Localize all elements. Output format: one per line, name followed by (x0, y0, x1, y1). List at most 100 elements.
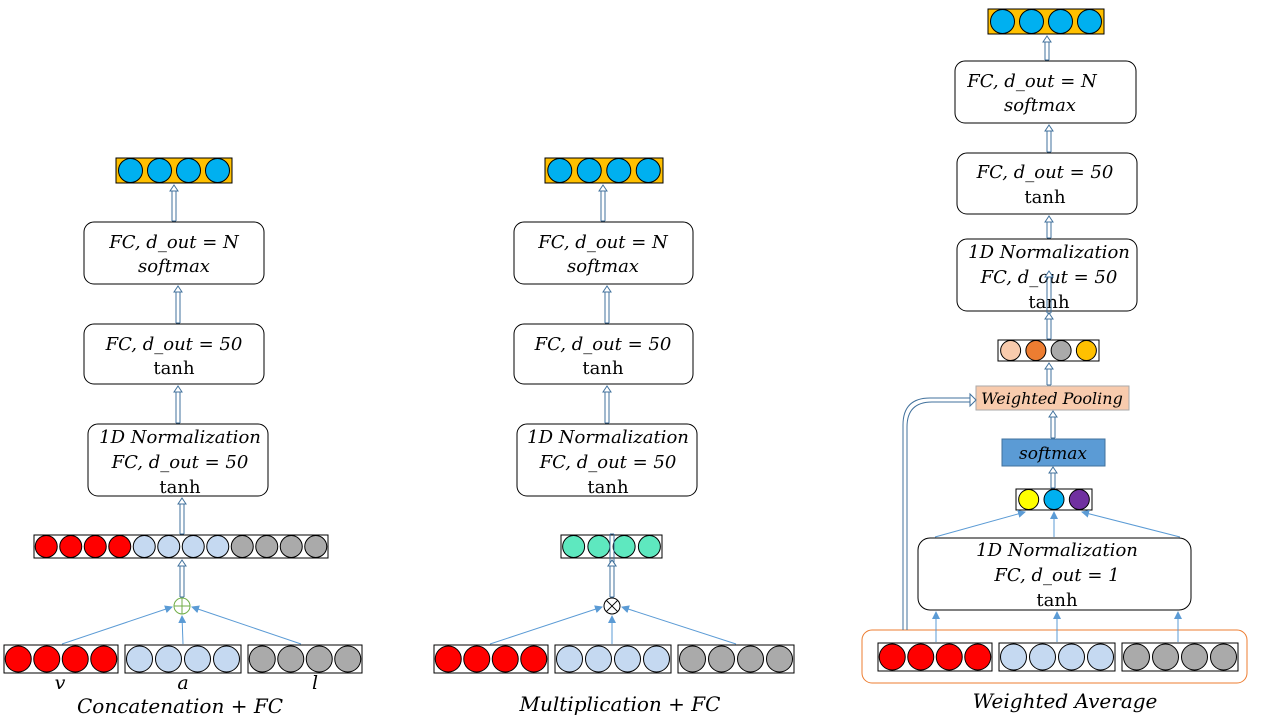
concat-fc-out-line2: softmax (138, 256, 210, 277)
mult-input-audio-cell (585, 645, 612, 673)
wavg-panel: FC, d_out = N softmax FC, d_out = 50 tan… (861, 8, 1248, 713)
concat-fused-frame (33, 534, 329, 559)
mult-input-visual-cell (434, 645, 462, 673)
mult-fc50-box: FC, d_out = 50 tanh (513, 323, 694, 385)
mult-norm-line1: 1D Normalization (527, 427, 689, 448)
mult-input-visual-cell (491, 645, 519, 673)
wavg-input-audio-cell (1029, 643, 1056, 671)
mult-input-language-cell (679, 645, 706, 673)
concat-norm-line3: tanh (159, 477, 201, 498)
concat-fc50-line1: FC, d_out = 50 (105, 334, 243, 355)
wavg-fc50-line2: tanh (1024, 187, 1066, 208)
concat-input-visual-cell (61, 645, 89, 673)
wavg-input-audio-cell (1000, 643, 1027, 671)
concat-fused-cell (181, 535, 205, 558)
mult-norm-box: 1D Normalization FC, d_out = 50 tanh (516, 423, 698, 498)
concat-fused-cell (279, 535, 303, 558)
flow-arrow (1044, 362, 1054, 386)
concat-fused-cell (34, 535, 58, 558)
wavg-output-cell (1077, 9, 1102, 34)
wavg-caption: Weighted Average (973, 689, 1158, 713)
flow-arrow (1048, 466, 1058, 489)
concat-input-audio-cell (155, 645, 182, 673)
concat-input-visual-cell (4, 645, 32, 673)
attention-weights-vector (1015, 488, 1093, 511)
concat-fc-out-box: FC, d_out = N softmax (83, 221, 265, 285)
wavg-inputs (877, 642, 1239, 672)
wavg-output-cell (1048, 9, 1073, 34)
input-arrow (489, 605, 603, 645)
concat-fused-cell (255, 535, 279, 558)
flow-arrow (177, 559, 187, 598)
mult-fused-cell (562, 535, 586, 558)
wavg-input-visual-cell (878, 643, 906, 671)
mult-caption: Multiplication + FC (519, 692, 721, 716)
mult-input-audio-cell (614, 645, 641, 673)
mult-fused-vector (560, 534, 663, 559)
pooled-cell (1000, 340, 1022, 361)
mult-norm-line2: FC, d_out = 50 (539, 452, 677, 473)
concat-output-cell (118, 158, 143, 183)
concat-output-vector (115, 157, 233, 184)
mult-input-audio-cell (643, 645, 670, 673)
concat-output-cell (147, 158, 172, 183)
concat-norm-box: 1D Normalization FC, d_out = 50 tanh (87, 423, 269, 498)
concat-input-audio-cell (213, 645, 240, 673)
mult-output-cell (635, 158, 661, 183)
mult-input-visual-cell (463, 645, 491, 673)
weighted-pooling-label: Weighted Pooling (981, 389, 1123, 408)
wavg-fc50-box: FC, d_out = 50 tanh (956, 152, 1138, 215)
mult-fc-out-line2: softmax (567, 256, 639, 277)
mult-input-language-cell (708, 645, 735, 673)
wavg-input-visual-cell (907, 643, 935, 671)
concat-fused-cell (206, 535, 230, 558)
concat-norm-line2: FC, d_out = 50 (111, 452, 249, 473)
concat-norm-line1: 1D Normalization (99, 427, 261, 448)
times-operator-icon (603, 597, 621, 615)
concat-fused-cell (83, 535, 107, 558)
softmax-label: softmax (1019, 444, 1087, 464)
input-arrow (178, 615, 187, 645)
mult-fused-cell (637, 535, 661, 558)
flow-arrow (602, 285, 612, 324)
mult-norm-line3: tanh (587, 477, 629, 498)
wavg-input-language-cell (1152, 643, 1179, 671)
pooled-cell (1050, 340, 1072, 361)
wavg-output-cell (990, 9, 1015, 34)
flow-arrow (173, 385, 183, 424)
input-label-a: a (177, 672, 188, 694)
weights-cell (1043, 489, 1065, 510)
input-arrow (61, 605, 173, 645)
mult-fused-cell (612, 535, 636, 558)
wavg-att-norm-line3: tanh (1036, 590, 1078, 611)
input-label-l: l (312, 672, 318, 694)
wavg-input-audio-cell (1087, 643, 1114, 671)
wavg-norm-line1: 1D Normalization (968, 242, 1130, 263)
input-arrow (191, 605, 302, 645)
flow-arrow (607, 559, 617, 598)
mult-output-cell (576, 158, 602, 183)
wavg-fc50-line1: FC, d_out = 50 (976, 162, 1114, 183)
softmax-box: softmax (1001, 438, 1106, 467)
wavg-fc-out-box: FC, d_out = N softmax (954, 60, 1137, 124)
pooled-frame (997, 339, 1100, 362)
mult-fc-out-box: FC, d_out = N softmax (513, 221, 694, 285)
concat-fused-cell (59, 535, 83, 558)
pooled-cell (1075, 340, 1097, 361)
wavg-input-visual-cell (935, 643, 963, 671)
concat-caption: Concatenation + FC (77, 694, 283, 718)
concat-input-language-cell (334, 645, 362, 673)
mult-input-visual-cell (520, 645, 548, 673)
flow-arrow (602, 385, 612, 424)
concat-input-language-cell (248, 645, 276, 673)
concat-fused-cell (132, 535, 156, 558)
concat-fc-out-line1: FC, d_out = N (108, 232, 240, 253)
concat-fused-cell (230, 535, 254, 558)
input-arrow (934, 510, 1026, 538)
mult-input-language-cell (737, 645, 764, 673)
concat-inputs (3, 644, 363, 674)
concat-output-cell (205, 158, 230, 183)
concat-input-visual-cell (33, 645, 61, 673)
input-arrow (1081, 509, 1181, 538)
bypass-arrow (902, 392, 977, 630)
